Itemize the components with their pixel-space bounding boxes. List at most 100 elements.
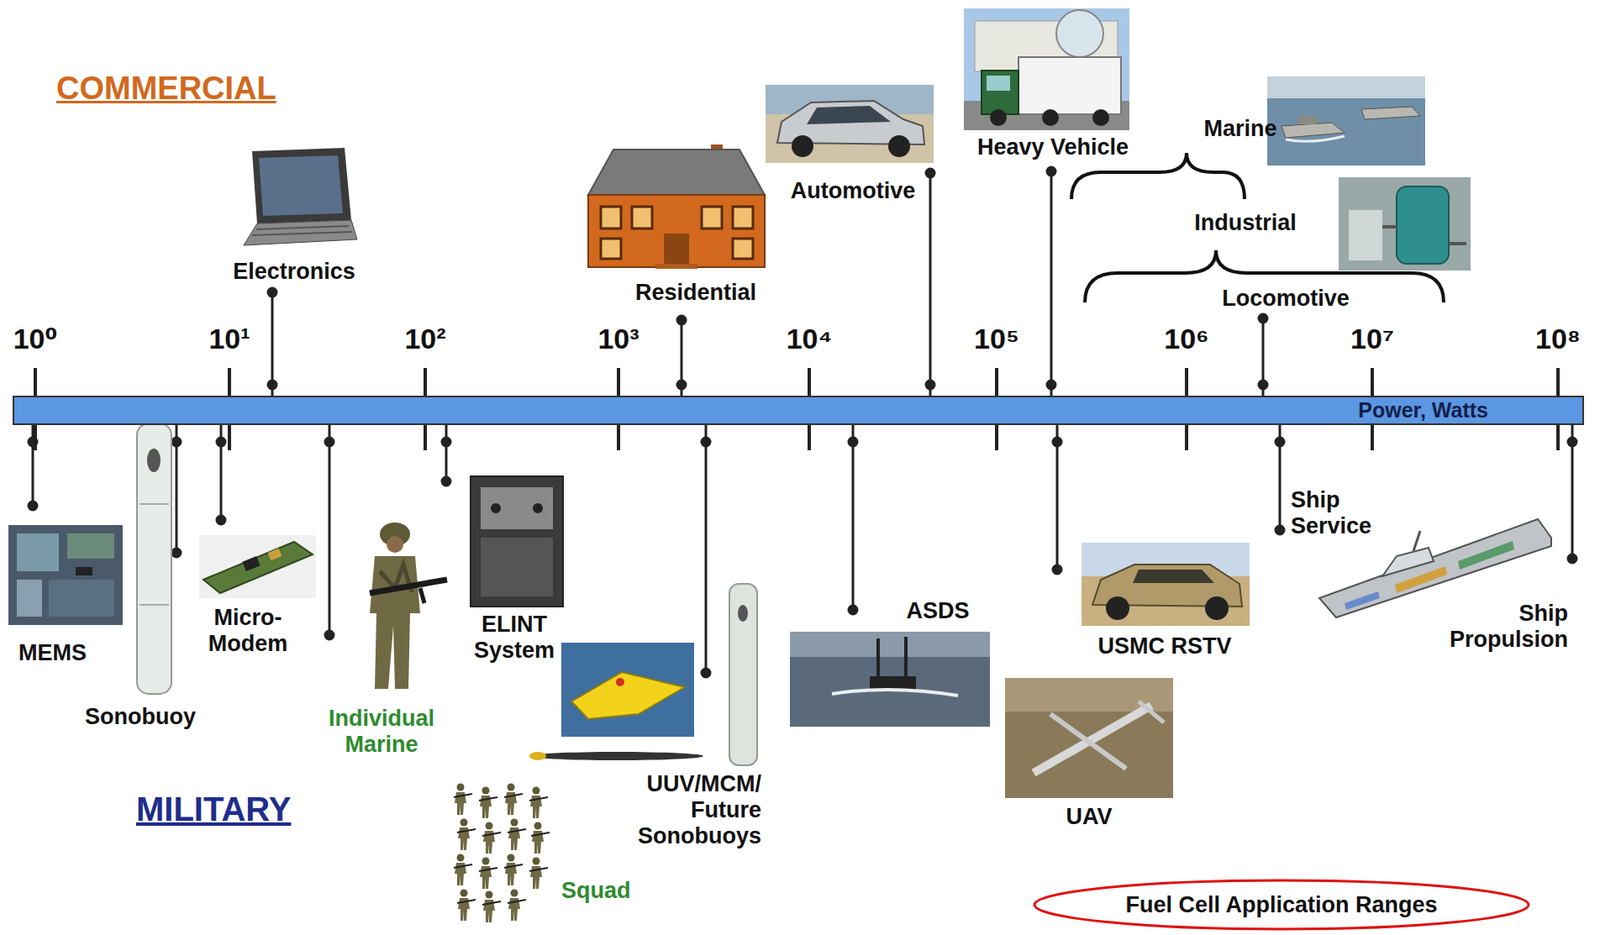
leader-pins (701, 437, 711, 447)
application-label: Squad (561, 878, 632, 905)
leader-pins (216, 515, 226, 525)
ship-cutaway-picture (1394, 566, 1448, 594)
squad-picture (529, 857, 548, 890)
truck-photo (989, 109, 1007, 127)
leader-pins (705, 425, 708, 674)
leader-pins (442, 437, 451, 447)
leader-pins (1052, 437, 1062, 447)
house-picture (631, 206, 653, 229)
vehicle-photo (1205, 596, 1229, 621)
house-picture (701, 206, 722, 229)
industrial-plant-photo (1348, 210, 1383, 261)
application-label: Micro- Modem (200, 605, 295, 658)
micro-modem-picture (203, 542, 313, 594)
tick-marks (1556, 368, 1560, 396)
micro-modem-picture (268, 548, 283, 562)
laptop-picture (243, 220, 358, 246)
uav-photo (1050, 714, 1127, 769)
leader-pins (172, 548, 181, 558)
sonobuoy-picture (729, 584, 758, 766)
sonobuoy-picture (737, 605, 748, 622)
leader-pins (1052, 565, 1062, 574)
application-label: UUV/MCM/ Future Sonobuoys (610, 771, 762, 850)
elint-box-picture (490, 503, 501, 514)
car-photo (791, 135, 814, 158)
soldier-picture (420, 588, 425, 604)
uuv-picture (615, 678, 625, 687)
uav-photo (1138, 701, 1164, 723)
car-photo (806, 105, 891, 125)
application-label: Individual Marine (310, 705, 453, 758)
elint-box-picture (480, 487, 553, 530)
squad-picture (504, 784, 523, 816)
house-picture (732, 238, 753, 259)
sonobuoy-picture (139, 604, 169, 606)
truck-photo (1056, 10, 1104, 58)
submarine-photo (831, 689, 958, 696)
range-bracket (1071, 152, 1444, 303)
tick-marks (423, 368, 427, 396)
house-picture (588, 149, 765, 195)
uav-photo (1005, 678, 1174, 799)
leader-pins (1050, 171, 1053, 396)
leader-pins (268, 288, 277, 297)
application-label: Heavy Vehicle (977, 134, 1129, 161)
elint-box-picture (470, 476, 564, 607)
leader-pins (852, 425, 855, 611)
leader-pins (325, 437, 334, 447)
sonobuoy-picture (136, 423, 172, 695)
micro-modem-picture (199, 535, 316, 599)
scale-tick-label: 10¹ (208, 322, 250, 356)
mems-chip-picture (8, 525, 123, 626)
vehicle-photo (1081, 542, 1250, 627)
soldier-picture (369, 522, 448, 690)
tick-marks (33, 368, 37, 396)
uuv-picture (561, 642, 695, 737)
truck-photo (986, 75, 1011, 91)
truck-photo (1092, 109, 1110, 127)
section-heading: MILITARY (136, 789, 291, 829)
squad-picture (507, 889, 527, 922)
leader-pins (926, 168, 935, 178)
ship-cutaway-picture (1413, 531, 1421, 552)
tick-marks (807, 425, 811, 451)
leader-pins (677, 315, 686, 325)
ship-cutaway-picture (1382, 547, 1434, 577)
truck-photo (1018, 57, 1122, 115)
power-scale-bar: Power, Watts (12, 395, 1585, 426)
scale-tick-label: 10⁶ (1163, 322, 1209, 356)
leader-pins (268, 380, 277, 390)
range-bracket (1071, 152, 1245, 200)
industrial-plant-photo (1338, 177, 1471, 271)
tick-marks (1184, 368, 1189, 396)
house-picture (655, 263, 698, 269)
mems-chip-picture (75, 567, 93, 576)
scale-tick-label: 10⁵ (973, 322, 1020, 356)
vehicle-photo (1081, 542, 1250, 627)
scale-tick-label: 10⁸ (1535, 322, 1581, 356)
uav-photo (1033, 705, 1152, 774)
tick-marks (616, 425, 621, 451)
leader-pins (172, 437, 181, 447)
leader-pins (926, 380, 935, 390)
micro-modem-picture (242, 556, 260, 572)
tick-marks (227, 368, 232, 396)
leader-pins (848, 437, 858, 447)
leader-pins (1258, 380, 1268, 390)
application-label: Electronics (232, 258, 356, 285)
car-photo (765, 84, 934, 164)
squad-picture (482, 822, 501, 855)
application-label: UAV (1065, 804, 1112, 831)
ellipse-outline (1034, 880, 1529, 930)
elint-box-picture (480, 537, 553, 597)
leader-pins (677, 380, 686, 390)
truck-photo (1042, 109, 1059, 127)
uav-photo (1005, 678, 1174, 799)
uuv-picture (571, 672, 685, 720)
boat-photo (1267, 76, 1426, 166)
application-label: Ship Propulsion (1423, 600, 1569, 653)
elint-box-picture (532, 503, 543, 514)
torpedo-picture (529, 752, 547, 761)
mems-chip-picture (48, 579, 115, 617)
squad-picture (478, 857, 498, 890)
